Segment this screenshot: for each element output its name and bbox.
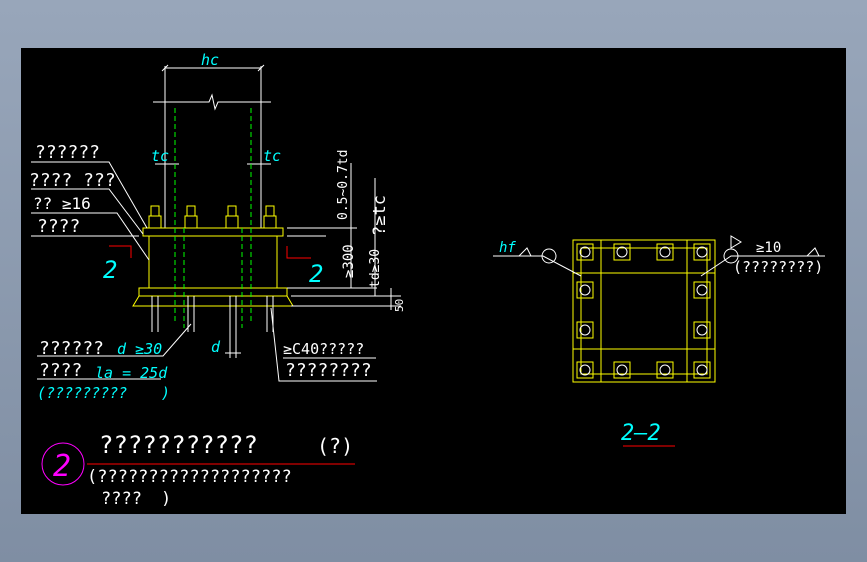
label-2: ???? ???: [29, 170, 116, 191]
section-mark-left: 2: [103, 256, 117, 284]
column-inner-lines: [174, 108, 252, 328]
dim-ge10: ≥10: [756, 240, 781, 256]
dim-hc: hc: [201, 51, 219, 69]
section-title: 2—2: [621, 421, 661, 446]
detail-sub-2-close: ): [161, 489, 171, 509]
concrete-note-1: ≥C40?????: [283, 340, 364, 358]
detail-sub-2: ????: [101, 489, 142, 509]
cad-drawing: ?????? ???? ??? ???? ?????? ???? ≥C40???…: [29, 51, 825, 509]
dim-d: d: [211, 338, 221, 356]
label-1: ??????: [35, 142, 100, 163]
dim-tc-right: tc: [263, 147, 281, 165]
dim-hf: hf: [499, 240, 516, 256]
label-7b: ): [161, 384, 170, 402]
anchor-bolts: [148, 205, 277, 229]
label-4: ????: [37, 216, 80, 237]
dim-td-ge-tc: ?≥tc: [370, 195, 390, 236]
dim-td-range: 0.5~0.7td: [336, 150, 351, 220]
label-7: (?????????: [37, 384, 127, 402]
dim-td-ge30: td≥30: [368, 249, 383, 288]
label-5: ??????: [39, 338, 104, 359]
detail-sub-1: (???????????????????: [87, 467, 292, 487]
label-6: ????: [39, 360, 82, 381]
drawing-canvas: ?????? ???? ??? ???? ?????? ???? ≥C40???…: [21, 48, 846, 514]
dim-tc-left: tc: [151, 147, 169, 165]
weld-note: (????????): [733, 258, 823, 276]
label-5b: d ≥30: [117, 340, 162, 358]
detail-title: ???????????: [99, 431, 258, 459]
column-elevation: [31, 64, 401, 382]
concrete-note-2: ????????: [285, 360, 372, 381]
detail-number: 2: [53, 449, 71, 484]
detail-title-block: 2 ??????????? (?) (??????????????????? ?…: [41, 431, 355, 509]
dim-ge300: ≥300: [341, 244, 357, 278]
section-cut-marks: [109, 245, 311, 259]
section-mark-right: 2: [309, 260, 323, 288]
section-2-2-plan: [493, 235, 825, 383]
label-6b: la = 25d: [95, 364, 168, 382]
label-3: ?? ≥16: [33, 194, 91, 213]
dim-50: 50: [393, 299, 406, 312]
detail-suffix: (?): [317, 434, 353, 458]
